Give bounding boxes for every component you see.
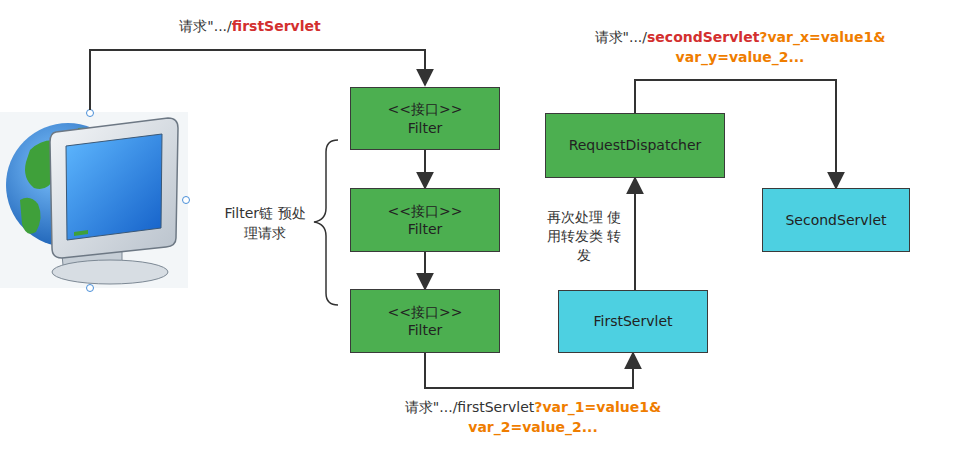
flow-arrow [424,150,426,188]
icon-ground [0,112,188,288]
monitor-screen [66,134,162,240]
dispatcher-box: RequestDispatcher [545,113,725,178]
edge-label: 再次处理 使用转发类 转发 [546,208,622,265]
note-text: 请求".../ [179,18,232,34]
stereotype-text: <<接口>> [388,303,463,321]
curly-bracket [314,140,338,305]
node-text: Filter [408,220,443,238]
filter-box: <<接口>>Filter [350,188,500,252]
stereotype-text: <<接口>> [388,100,463,118]
note-text: 请求".../firstServlet [405,399,534,415]
screen-detail [74,230,88,236]
selection-handle [87,285,94,292]
filter-box: <<接口>>Filter [350,289,500,353]
selection-handle [87,110,94,117]
stereotype-text: <<接口>> [388,202,463,220]
flow-arrow [424,252,426,289]
label-group: 请求".../secondServlet?var_x=value1& var_y… [575,27,905,68]
servlet-box: SecondServlet [762,188,910,252]
node-text: Filter [408,119,443,137]
node-text: RequestDispatcher [569,136,702,154]
flow-arrow [425,353,633,388]
filter-box: <<接口>>Filter [350,87,500,150]
label-group: Filter链 预处理请求 [222,203,308,244]
note-text: 请求".../ [595,29,648,45]
label-group: 请求".../firstServlet [150,16,350,36]
flow-arrow [634,178,636,290]
servlet-box: FirstServlet [558,290,708,353]
url-fragment: secondServlet [647,29,759,45]
monitor-case [50,118,178,258]
monitor-base [52,260,168,284]
computer-icon [0,112,188,288]
url-fragment: firstServlet [232,18,321,34]
node-text: SecondServlet [785,211,886,229]
continent [20,198,41,234]
node-text: Filter [408,321,443,339]
label-group: 请求".../firstServlet?var_1=value1& var_2=… [368,397,698,438]
selection-handle [183,197,190,204]
node-text: FirstServlet [594,312,673,330]
note-text: Filter链 预处理请求 [224,205,305,241]
